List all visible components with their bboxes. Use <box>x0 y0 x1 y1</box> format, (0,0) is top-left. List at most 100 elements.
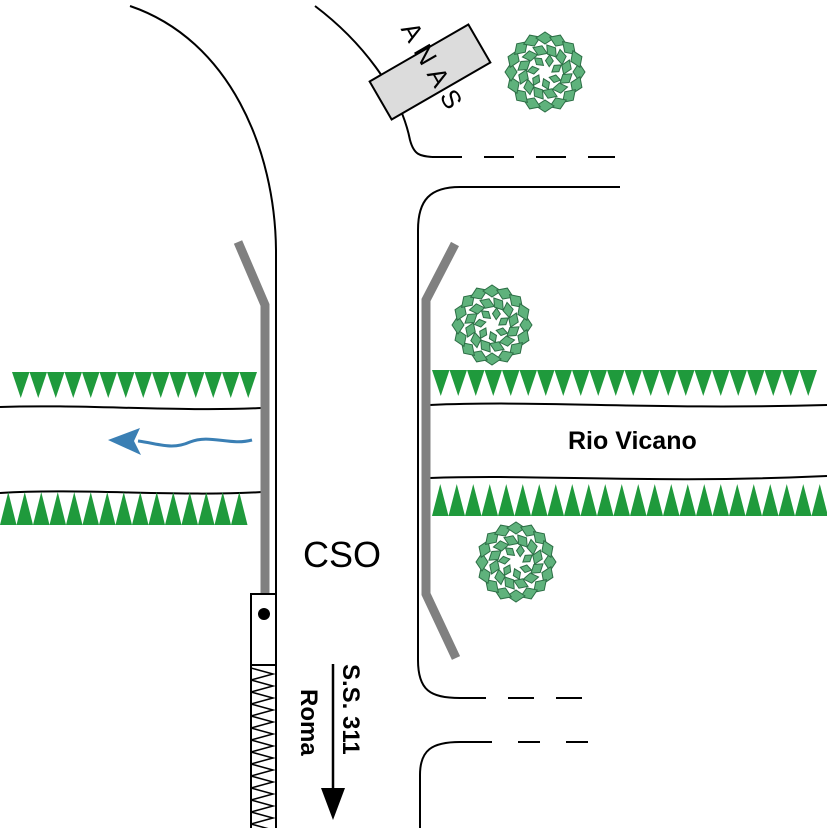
vegetation-triangle <box>646 484 663 516</box>
vegetation-triangle <box>747 370 765 396</box>
road-destination-label: Roma <box>295 689 322 756</box>
vegetation-triangle <box>47 372 65 398</box>
vegetation-triangle <box>16 492 33 525</box>
vegetation-triangle <box>712 484 729 516</box>
vegetation-triangle <box>502 370 520 396</box>
river-bank-south-right <box>429 475 827 481</box>
vegetation-triangle <box>148 492 165 525</box>
vegetation-triangle <box>484 370 502 396</box>
vegetation-triangle <box>198 492 215 525</box>
vegetation-triangle <box>694 370 712 396</box>
vegetation-triangle <box>762 484 779 516</box>
vegetation-triangle <box>64 372 82 398</box>
vegetation-triangle <box>432 370 450 396</box>
vegetation-triangle <box>764 370 782 396</box>
vegetation-triangle <box>613 484 630 516</box>
anas-building <box>368 23 492 121</box>
road-name-label: S.S. 311 <box>337 664 364 755</box>
vegetation-triangle <box>514 484 531 516</box>
hedge-triangle <box>250 703 276 717</box>
hedge-triangle <box>250 763 276 777</box>
vegetation-triangle <box>696 484 713 516</box>
hedge-triangle <box>250 751 276 765</box>
vegetation-triangle <box>169 372 187 398</box>
vegetation-triangle <box>481 484 498 516</box>
vegetation-triangle <box>778 484 795 516</box>
vegetation-triangle <box>465 484 482 516</box>
tree-icon <box>451 284 533 366</box>
road-left-edge <box>129 5 277 828</box>
vegetation-triangle <box>554 370 572 396</box>
river-bank-north-right <box>429 402 827 408</box>
vegetation-triangle <box>82 372 100 398</box>
river-bank-north-left <box>0 405 263 411</box>
vegetation-triangle <box>165 492 182 525</box>
vegetation-triangle <box>607 370 625 396</box>
cso-label: CSO <box>303 534 381 575</box>
hedge-triangle <box>250 679 276 693</box>
vegetation-triangle <box>99 492 116 525</box>
vegetation-triangle <box>630 484 647 516</box>
vegetation-triangle <box>12 372 30 398</box>
vegetation-triangle <box>799 370 817 396</box>
river-bank-south-left <box>0 490 263 495</box>
hedge-triangle <box>250 727 276 741</box>
vegetation-triangle <box>134 372 152 398</box>
vegetation-triangle <box>204 372 222 398</box>
side-road-corner-upper <box>417 186 620 699</box>
hedge-triangle <box>250 811 276 825</box>
vegetation-triangle <box>745 484 762 516</box>
right-embankment-wall <box>421 241 461 660</box>
vegetation-triangle <box>537 370 555 396</box>
hedge-triangle <box>250 667 276 681</box>
hedge-triangle <box>250 691 276 705</box>
vegetation-triangle <box>519 370 537 396</box>
vegetation-triangle <box>239 372 257 398</box>
vegetation-triangle <box>531 484 548 516</box>
vegetation-triangle <box>712 370 730 396</box>
vegetation-triangle <box>132 492 149 525</box>
vegetation-triangle <box>222 372 240 398</box>
vegetation-triangle <box>99 372 117 398</box>
side-road-lower-corner <box>419 741 600 828</box>
vegetation-triangle <box>0 492 17 525</box>
road-right-upper-curve <box>314 5 433 158</box>
vegetation-triangle <box>795 484 812 516</box>
left-embankment-wall <box>233 240 270 596</box>
tree-icon <box>504 31 586 113</box>
hedge-triangle <box>250 823 269 828</box>
vegetation-triangle <box>449 370 467 396</box>
vegetation-triangle <box>467 370 485 396</box>
vegetation-triangle <box>589 370 607 396</box>
hedge-triangle <box>250 799 276 813</box>
vegetation-triangle <box>811 484 827 516</box>
vegetation-triangle <box>679 484 696 516</box>
vegetation-triangle <box>782 370 800 396</box>
hedge-triangle <box>250 787 276 801</box>
vegetation-triangle <box>564 484 581 516</box>
vegetation-triangle <box>597 484 614 516</box>
vegetation-triangle <box>642 370 660 396</box>
vegetation-triangle <box>49 492 66 525</box>
vegetation-triangle <box>448 484 465 516</box>
flow-direction-arrow <box>137 437 253 448</box>
vegetation-triangle <box>214 492 231 525</box>
vegetation-triangle <box>152 372 170 398</box>
vegetation-triangle <box>677 370 695 396</box>
vegetation-triangle <box>187 372 205 398</box>
vegetation-triangle <box>624 370 642 396</box>
vegetation-triangle <box>663 484 680 516</box>
flow-arrow-head <box>108 428 141 455</box>
river-label: Rio Vicano <box>568 427 697 455</box>
road-direction-arrowhead <box>321 788 345 820</box>
roadside-hedge <box>250 665 276 828</box>
vegetation-triangle <box>231 492 248 525</box>
vegetation-triangle <box>729 370 747 396</box>
vegetation-triangle <box>659 370 677 396</box>
vegetation-triangle <box>498 484 515 516</box>
tree-icon <box>475 521 557 603</box>
vegetation-triangle <box>181 492 198 525</box>
vegetation-triangle <box>66 492 83 525</box>
vegetation-triangle <box>547 484 564 516</box>
